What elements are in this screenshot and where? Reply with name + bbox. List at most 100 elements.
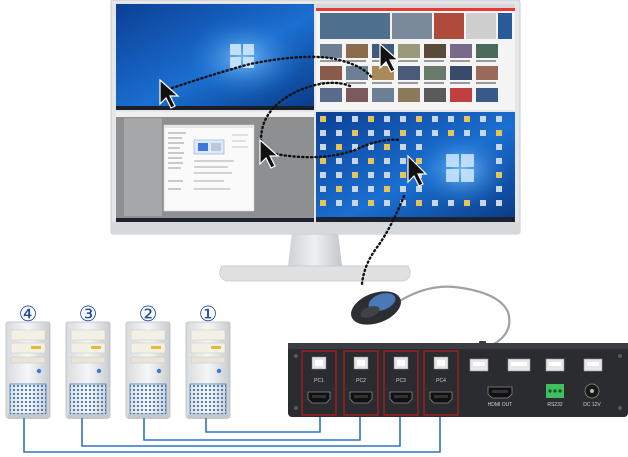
desktop-icon[interactable] xyxy=(384,158,390,164)
desktop-icon[interactable] xyxy=(432,130,438,136)
cable-pc2 xyxy=(143,417,361,441)
usb-port-icon[interactable] xyxy=(507,358,531,372)
desktop-icon[interactable] xyxy=(480,116,486,122)
pc-number-label: ③ xyxy=(78,302,98,326)
desktop-icon[interactable] xyxy=(320,172,326,178)
desktop-icon[interactable] xyxy=(416,158,422,164)
mouse-pointer-icon xyxy=(159,78,180,109)
desktop-icon[interactable] xyxy=(320,116,326,122)
desktop-icon[interactable] xyxy=(384,200,390,206)
desktop-icon[interactable] xyxy=(496,144,502,150)
desktop-icon[interactable] xyxy=(400,172,406,178)
hdmi-port-icon[interactable] xyxy=(307,391,331,404)
desktop-icon[interactable] xyxy=(416,144,422,150)
desktop-icon[interactable] xyxy=(368,130,374,136)
desktop-icon[interactable] xyxy=(432,200,438,206)
desktop-icon[interactable] xyxy=(400,116,406,122)
desktop-icon[interactable] xyxy=(352,158,358,164)
desktop-icon[interactable] xyxy=(496,158,502,164)
kvm-input-port-group[interactable] xyxy=(423,350,459,416)
hdmi-port-icon[interactable] xyxy=(429,391,453,404)
desktop-icon[interactable] xyxy=(416,200,422,206)
kvm-input-port-group[interactable] xyxy=(301,350,337,416)
pc-tower xyxy=(185,321,231,419)
desktop-icon[interactable] xyxy=(368,144,374,150)
desktop-icon[interactable] xyxy=(352,116,358,122)
quadrant-bottom-left-app xyxy=(116,112,314,222)
desktop-icon[interactable] xyxy=(336,186,342,192)
desktop-icon[interactable] xyxy=(496,172,502,178)
usb-port-icon[interactable] xyxy=(545,358,565,372)
desktop-icon[interactable] xyxy=(464,116,470,122)
desktop-icon[interactable] xyxy=(480,130,486,136)
desktop-icon[interactable] xyxy=(352,200,358,206)
desktop-icon[interactable] xyxy=(448,200,454,206)
hdmi-port-icon[interactable] xyxy=(349,391,373,404)
kvm-input-label: PC1 xyxy=(314,378,324,384)
desktop-icon[interactable] xyxy=(336,200,342,206)
desktop-icon[interactable] xyxy=(368,116,374,122)
desktop-icon[interactable] xyxy=(320,130,326,136)
desktop-icon[interactable] xyxy=(496,186,502,192)
desktop-icon[interactable] xyxy=(368,186,374,192)
desktop-icon[interactable] xyxy=(400,158,406,164)
usb-port-icon[interactable] xyxy=(469,358,489,372)
desktop-icon[interactable] xyxy=(336,158,342,164)
usb-port-icon[interactable] xyxy=(433,356,449,370)
desktop-icon[interactable] xyxy=(464,130,470,136)
desktop-icon[interactable] xyxy=(352,130,358,136)
desktop-icon[interactable] xyxy=(400,130,406,136)
desktop-icon[interactable] xyxy=(368,172,374,178)
desktop-icon[interactable] xyxy=(416,186,422,192)
desktop-icon[interactable] xyxy=(336,130,342,136)
usb-port-icon[interactable] xyxy=(353,356,369,370)
kvm-input-label: PC4 xyxy=(436,378,446,384)
desktop-icon[interactable] xyxy=(496,116,502,122)
usb-port-icon[interactable] xyxy=(583,358,603,372)
desktop-icon[interactable] xyxy=(352,172,358,178)
kvm-input-port-group[interactable] xyxy=(343,350,379,416)
desktop-icon[interactable] xyxy=(320,158,326,164)
desktop-icon[interactable] xyxy=(480,200,486,206)
desktop-icon[interactable] xyxy=(416,130,422,136)
windows-logo-icon xyxy=(230,44,254,68)
pc-towers xyxy=(5,321,231,419)
desktop-icon[interactable] xyxy=(368,158,374,164)
hdmi-port-icon[interactable] xyxy=(487,386,513,399)
desktop-icon[interactable] xyxy=(336,144,342,150)
usb-port-icon[interactable] xyxy=(393,356,409,370)
desktop-icon[interactable] xyxy=(400,186,406,192)
desktop-icon[interactable] xyxy=(432,116,438,122)
dc-power-icon[interactable] xyxy=(584,383,600,399)
desktop-icon[interactable] xyxy=(336,172,342,178)
desktop-icon[interactable] xyxy=(368,200,374,206)
kvm-input-port-group[interactable] xyxy=(383,350,419,416)
usb-port-icon[interactable] xyxy=(311,356,327,370)
desktop-icon[interactable] xyxy=(400,144,406,150)
desktop-icon[interactable] xyxy=(320,200,326,206)
pc-number-label: ① xyxy=(198,302,218,326)
desktop-icon[interactable] xyxy=(496,200,502,206)
desktop-icon[interactable] xyxy=(464,200,470,206)
desktop-icon[interactable] xyxy=(448,130,454,136)
desktop-icon[interactable] xyxy=(320,144,326,150)
desktop-icon[interactable] xyxy=(352,186,358,192)
desktop-icon[interactable] xyxy=(496,130,502,136)
hdmi-port-icon[interactable] xyxy=(389,391,413,404)
desktop-icon[interactable] xyxy=(416,116,422,122)
pc-tower xyxy=(65,321,111,419)
desktop-icon[interactable] xyxy=(384,130,390,136)
monitor-stand-base xyxy=(219,265,411,282)
quadrant-top-right-website xyxy=(316,4,515,110)
desktop-icon[interactable] xyxy=(400,200,406,206)
desktop-icon[interactable] xyxy=(320,186,326,192)
desktop-icon[interactable] xyxy=(384,116,390,122)
desktop-icon[interactable] xyxy=(384,186,390,192)
desktop-icon[interactable] xyxy=(352,144,358,150)
desktop-icon[interactable] xyxy=(384,172,390,178)
pc-tower xyxy=(5,321,51,419)
desktop-icon[interactable] xyxy=(384,144,390,150)
rs232-terminal-icon[interactable] xyxy=(546,384,564,398)
desktop-icon[interactable] xyxy=(336,116,342,122)
desktop-icon[interactable] xyxy=(448,116,454,122)
